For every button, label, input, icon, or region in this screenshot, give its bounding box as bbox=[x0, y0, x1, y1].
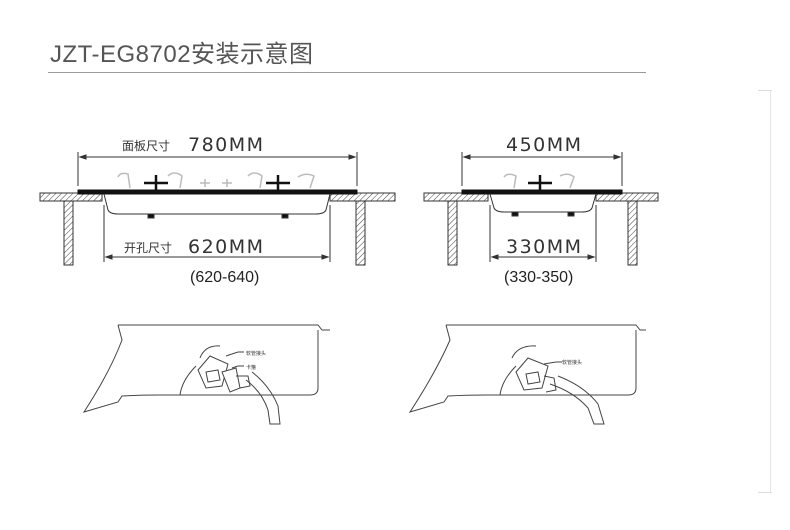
left-hob-top-view bbox=[39, 152, 396, 266]
panel-size-label: 面板尺寸 bbox=[122, 139, 170, 153]
left-cutout-range: (620-640) bbox=[190, 269, 259, 286]
left-cutout-size: 620MM bbox=[188, 236, 265, 258]
left-connector-label-hose: 软管接头 bbox=[246, 350, 266, 357]
right-edge-tick-bottom bbox=[758, 492, 772, 493]
right-edge-tick-top bbox=[758, 90, 772, 91]
right-cutout-size: 330MM bbox=[506, 236, 583, 258]
right-edge-rule bbox=[770, 90, 771, 492]
right-cutout-range: (330-350) bbox=[504, 269, 573, 286]
right-hob-top-view bbox=[423, 152, 659, 266]
right-connector-label-hose: 软管接头 bbox=[562, 359, 582, 366]
cutout-size-label: 开孔尺寸 bbox=[124, 241, 172, 255]
right-hob-side-view bbox=[408, 324, 646, 425]
right-panel-size: 450MM bbox=[506, 134, 583, 156]
title-divider bbox=[48, 72, 646, 73]
left-hob-side-view bbox=[82, 324, 330, 425]
left-panel-size: 780MM bbox=[188, 134, 265, 156]
page-title: JZT-EG8702安装示意图 bbox=[50, 41, 314, 68]
left-connector-label-clamp: 卡箍 bbox=[246, 364, 256, 371]
